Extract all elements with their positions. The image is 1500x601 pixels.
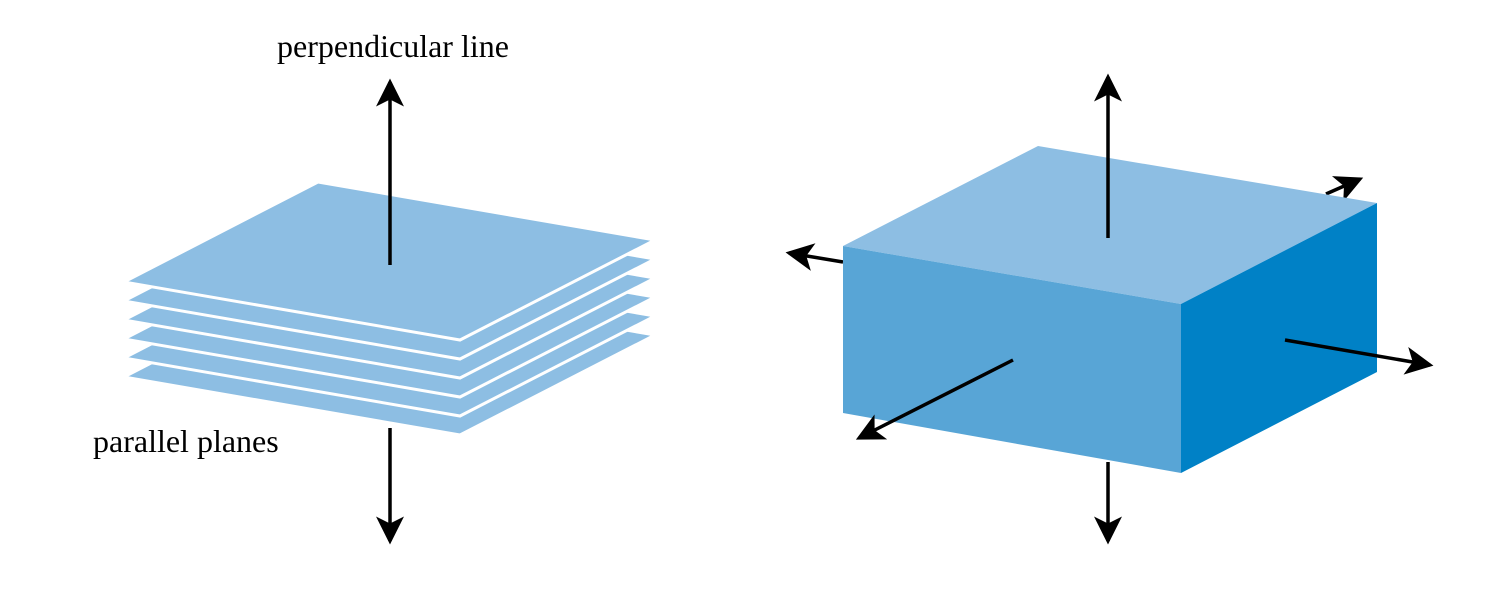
front-left-arrow — [855, 358, 1014, 440]
box — [785, 73, 1434, 545]
perpendicular-line-label: perpendicular line — [277, 28, 509, 64]
box-right-face — [1181, 203, 1377, 473]
box-top-face — [843, 146, 1377, 304]
parallel-planes-label: parallel planes — [93, 423, 279, 459]
back-left-arrow — [785, 243, 844, 271]
back-right-arrow — [1325, 176, 1364, 202]
right-arrow — [1284, 338, 1434, 375]
